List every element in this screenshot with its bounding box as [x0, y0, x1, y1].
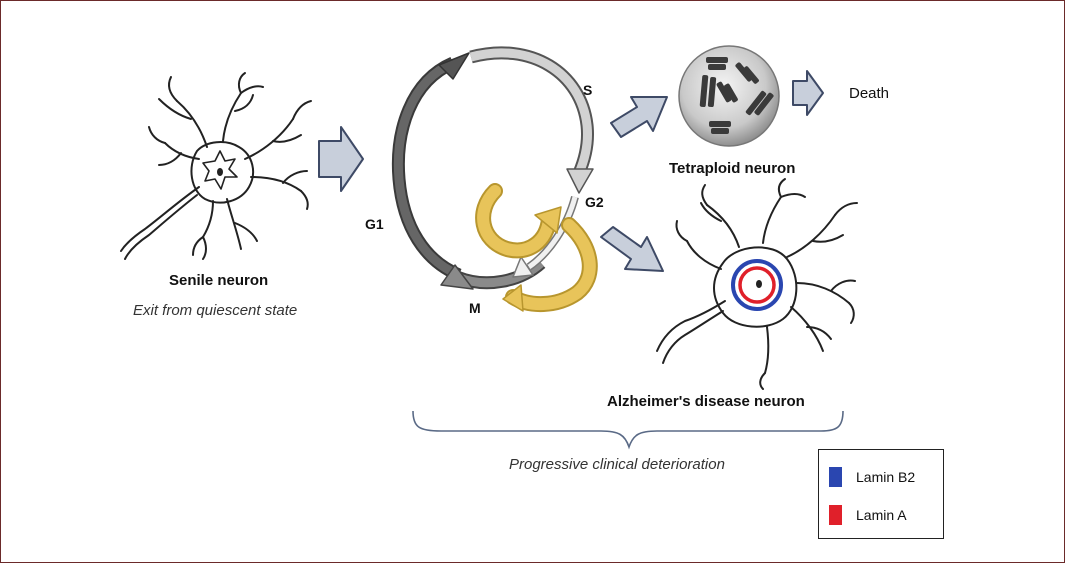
arrow-to-tetraploid	[610, 96, 668, 138]
legend: Lamin B2 Lamin A	[818, 449, 944, 539]
lamin-a-swatch	[829, 505, 842, 525]
deterioration-label: Progressive clinical deterioration	[509, 456, 725, 473]
arrow-to-alzheimers	[600, 226, 664, 272]
deterioration-brace	[412, 410, 844, 450]
phase-s-label: S	[583, 82, 593, 98]
arrow-to-cycle	[318, 126, 364, 192]
phase-m-label: M	[469, 300, 481, 316]
abortive-cycle-arrows	[475, 183, 598, 313]
phase-g1-label: G1	[365, 216, 384, 232]
cell-cycle-ring	[391, 46, 594, 290]
tetraploid-neuron-label: Tetraploid neuron	[669, 160, 796, 177]
senile-neuron-subtitle: Exit from quiescent state	[133, 302, 298, 319]
lamin-rings	[731, 259, 783, 311]
arrow-to-death	[792, 70, 824, 116]
senile-neuron-title: Senile neuron	[169, 272, 269, 289]
death-label: Death	[849, 85, 890, 102]
legend-label: Lamin A	[856, 507, 907, 523]
phase-g2-label: G2	[585, 194, 604, 210]
tetraploid-nucleus	[678, 45, 780, 147]
lamin-b2-swatch	[829, 467, 842, 487]
legend-label: Lamin B2	[856, 469, 916, 485]
alzheimers-neuron-label: Alzheimer's disease neuron	[607, 393, 805, 410]
legend-item-lamin-a: Lamin A	[829, 504, 907, 526]
legend-item-lamin-b2: Lamin B2	[829, 466, 915, 488]
senile-neuron-drawing	[120, 72, 312, 260]
